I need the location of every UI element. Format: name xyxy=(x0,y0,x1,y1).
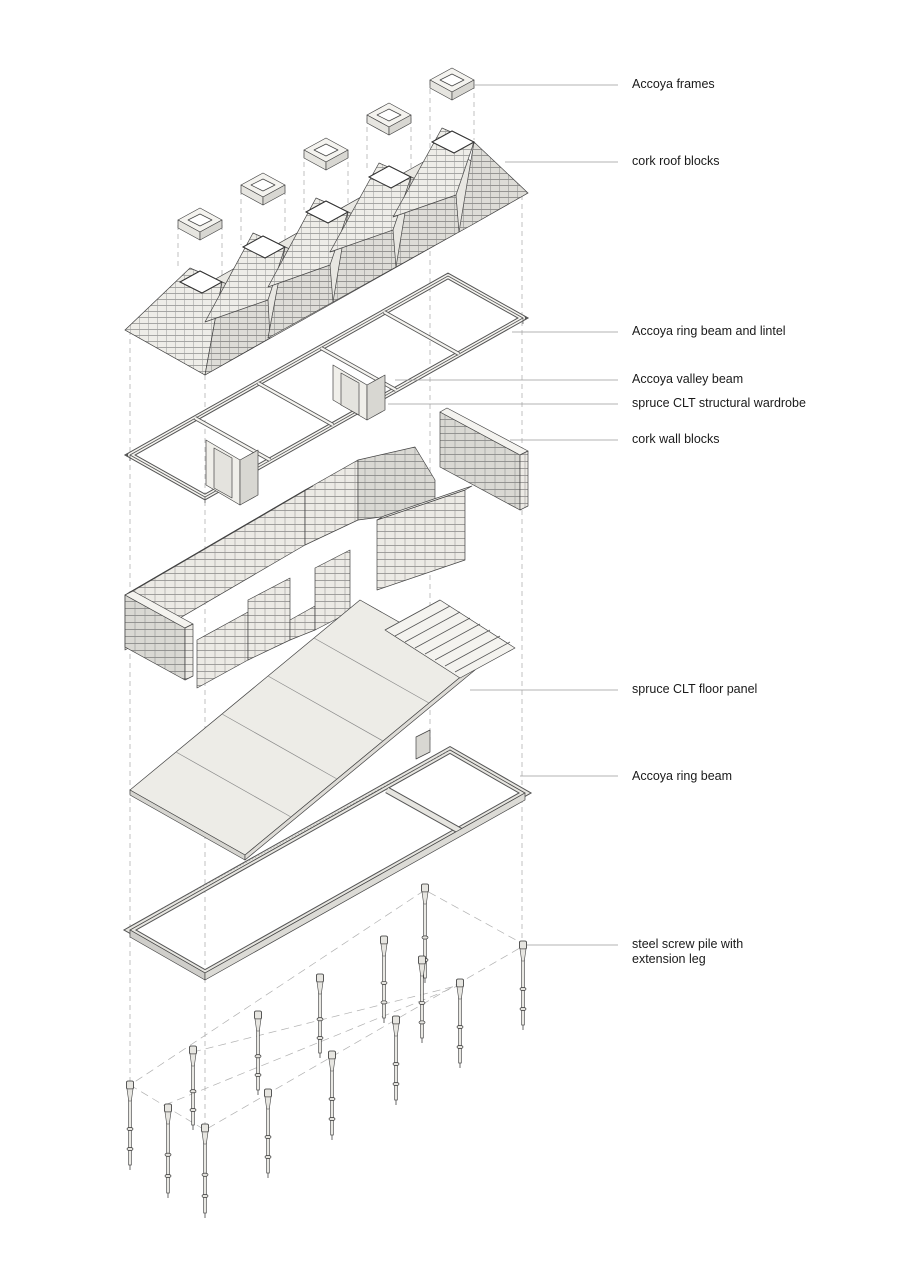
label-accoya-frames: Accoya frames xyxy=(632,77,715,91)
steel-screw-pile xyxy=(392,1015,400,1105)
cork-wall-blocks xyxy=(124,407,529,689)
steel-screw-pile xyxy=(264,1088,272,1178)
cork-roof-blocks xyxy=(124,127,529,376)
label-cork-wall-blocks: cork wall blocks xyxy=(632,432,720,446)
label-spruce-clt-wardrobe: spruce CLT structural wardrobe xyxy=(632,396,806,410)
steel-screw-piles xyxy=(126,883,527,1218)
label-cork-roof-blocks: cork roof blocks xyxy=(632,154,720,168)
accoya-frames xyxy=(177,67,475,241)
accoya-ring-beam xyxy=(122,729,533,981)
steel-screw-pile xyxy=(519,940,527,1030)
accoya-ring-beam-and-lintel xyxy=(123,272,530,506)
pile-grid xyxy=(129,889,526,1131)
accoya-frame xyxy=(429,67,475,101)
leader-lines xyxy=(388,84,618,946)
label-steel-screw-pile-line2: extension leg xyxy=(632,952,706,966)
accoya-frame xyxy=(366,102,412,136)
label-spruce-clt-floor-panel: spruce CLT floor panel xyxy=(632,682,758,696)
steel-screw-pile xyxy=(418,955,426,1043)
steel-screw-pile xyxy=(164,1103,172,1198)
steel-screw-pile xyxy=(421,883,429,983)
accoya-frame xyxy=(240,172,286,206)
steel-screw-pile xyxy=(456,978,464,1068)
accoya-frame xyxy=(303,137,349,171)
spruce-clt-structural-wardrobe xyxy=(205,364,386,506)
steel-screw-pile xyxy=(126,1080,134,1170)
steel-screw-pile xyxy=(380,935,388,1023)
steel-screw-pile xyxy=(189,1045,197,1130)
accoya-frame xyxy=(177,207,223,241)
label-accoya-ring-beam-lintel: Accoya ring beam and lintel xyxy=(632,324,786,338)
steel-screw-pile xyxy=(254,1010,262,1095)
steel-screw-pile xyxy=(328,1050,336,1140)
label-accoya-valley-beam: Accoya valley beam xyxy=(632,372,744,386)
spruce-clt-floor-panel xyxy=(129,599,516,861)
label-steel-screw-pile-line1: steel screw pile with xyxy=(632,937,744,951)
steel-screw-pile xyxy=(201,1123,209,1218)
steel-screw-pile xyxy=(316,973,324,1058)
label-accoya-ring-beam: Accoya ring beam xyxy=(632,769,733,783)
